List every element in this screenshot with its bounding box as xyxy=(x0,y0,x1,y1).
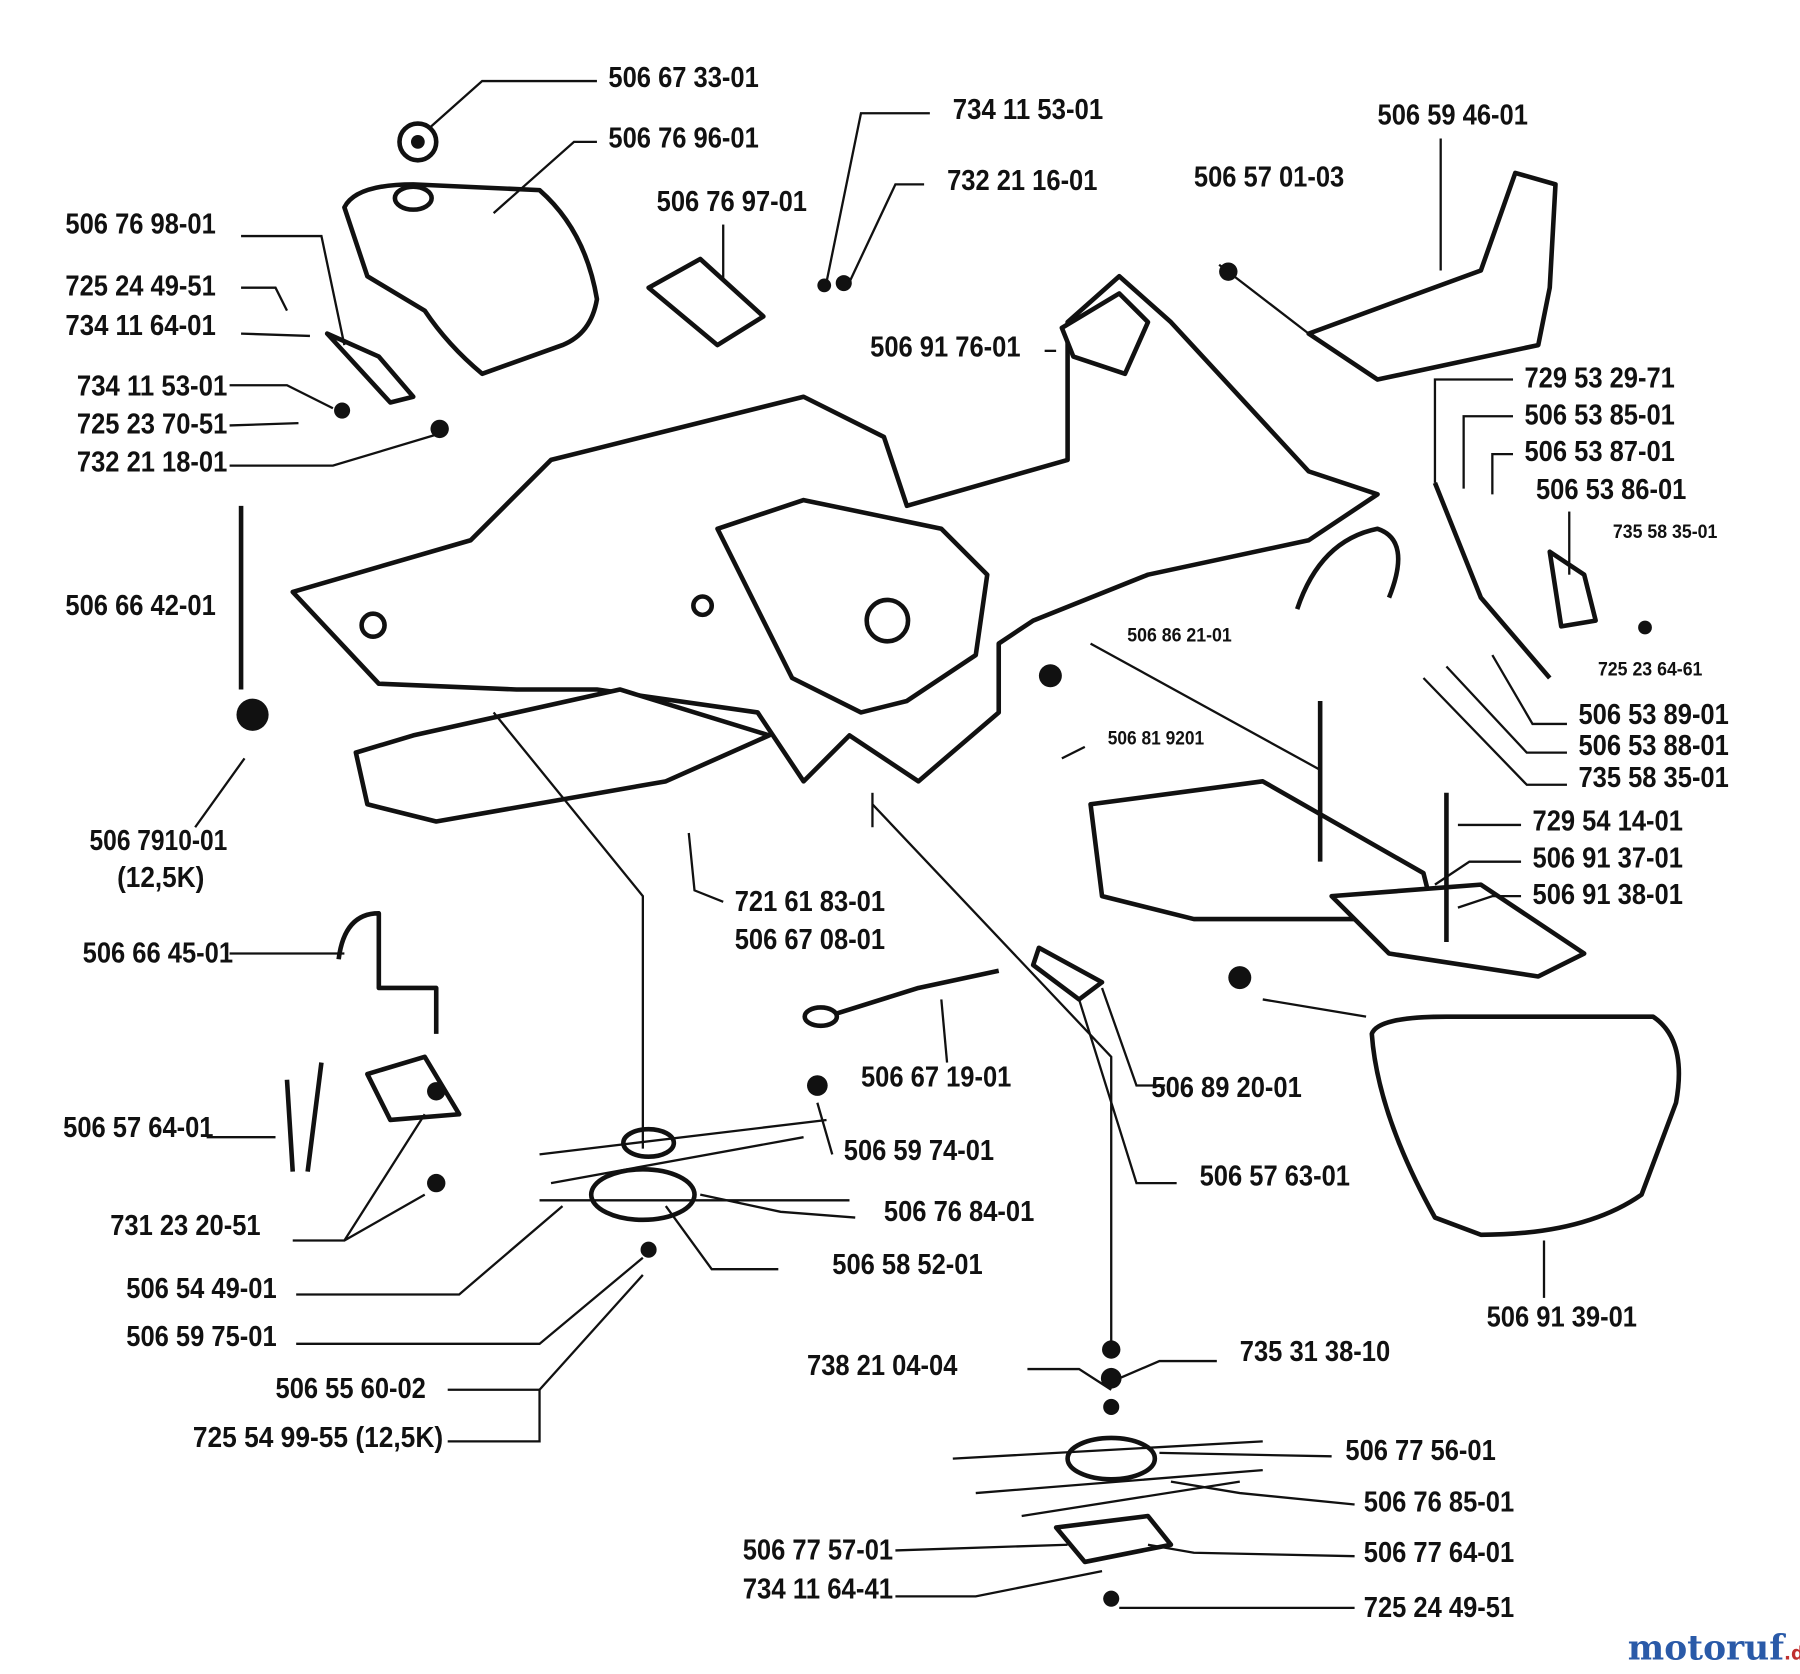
part-label: 738 21 04-04 xyxy=(807,1350,957,1382)
part-label: 506 54 49-01 xyxy=(126,1273,276,1305)
part-label: 506 76 96-01 xyxy=(608,123,758,155)
part-label: 729 53 29-71 xyxy=(1524,363,1674,395)
part-label: 735 31 38-10 xyxy=(1240,1336,1390,1368)
main-frame xyxy=(290,273,1401,824)
watermark-logo: motoruf.de xyxy=(1628,1629,1800,1669)
part-label: 506 57 01-03 xyxy=(1194,162,1344,194)
part-label: 506 53 89-01 xyxy=(1578,699,1728,731)
part-label: 506 59 46-01 xyxy=(1378,100,1528,132)
part-label: 506 77 64-01 xyxy=(1364,1537,1514,1569)
small-hardware xyxy=(236,262,1652,1607)
part-label: 506 67 19-01 xyxy=(861,1062,1011,1094)
lever-rod xyxy=(284,482,1598,1172)
part-label: 725 54 99-55 (12,5K) xyxy=(193,1422,443,1454)
part-label: 506 53 86-01 xyxy=(1536,474,1686,506)
part-label: 506 77 56-01 xyxy=(1345,1435,1495,1467)
part-label: 735 58 35-01 xyxy=(1613,521,1718,543)
part-label: 506 91 76-01 xyxy=(870,332,1020,364)
part-label: 506 57 64-01 xyxy=(63,1112,213,1144)
part-label: 725 23 64-61 xyxy=(1598,659,1703,681)
part-label: 729 54 14-01 xyxy=(1533,806,1683,838)
rear-cover xyxy=(1369,1014,1682,1238)
part-label: 735 58 35-01 xyxy=(1578,762,1728,794)
part-label: 506 58 52-01 xyxy=(832,1249,982,1281)
part-label: 506 76 85-01 xyxy=(1364,1486,1514,1518)
part-label: 506 67 33-01 xyxy=(608,62,758,94)
part-label: 506 77 57-01 xyxy=(743,1535,893,1567)
part-label: 732 21 18-01 xyxy=(77,446,227,478)
fuel-tank xyxy=(342,182,600,377)
fuel-cap xyxy=(397,121,439,163)
part-label: 506 91 39-01 xyxy=(1487,1302,1637,1334)
part-label: 725 24 49-51 xyxy=(1364,1592,1514,1624)
part-label: 725 24 49-51 xyxy=(65,271,215,303)
part-label: 506 81 9201 xyxy=(1108,728,1205,750)
spring xyxy=(802,945,1105,1029)
part-label: 734 11 53-01 xyxy=(953,94,1103,126)
part-label: 506 86 21-01 xyxy=(1127,624,1232,646)
part-number-labels: 506 67 33-01 506 76 96-01 734 11 53-01 732 … xyxy=(63,62,1729,1624)
part-label: 506 57 63-01 xyxy=(1200,1160,1350,1192)
part-label: 506 55 60-02 xyxy=(276,1373,426,1405)
part-label: 506 91 37-01 xyxy=(1533,842,1683,874)
part-label: 506 53 85-01 xyxy=(1524,399,1674,431)
battery-box xyxy=(1088,779,1587,979)
part-label: 506 53 87-01 xyxy=(1524,436,1674,468)
part-label: 725 23 70-51 xyxy=(77,408,227,440)
part-label: (12,5K) xyxy=(117,862,204,894)
seat xyxy=(1306,170,1558,382)
part-label: 506 67 08-01 xyxy=(735,924,885,956)
leader-lines xyxy=(194,79,1571,1610)
pulley-right xyxy=(952,1435,1263,1565)
part-label: 734 11 53-01 xyxy=(77,371,227,403)
part-label: 506 59 75-01 xyxy=(126,1321,276,1353)
pulley-left xyxy=(539,1118,850,1223)
part-label: 734 11 64-41 xyxy=(743,1574,893,1606)
part-label: 506 76 97-01 xyxy=(657,186,807,218)
part-label: 506 66 42-01 xyxy=(65,590,215,622)
part-label: 506 7910-01 xyxy=(90,825,228,857)
part-label: 506 66 45-01 xyxy=(83,938,233,970)
watermark-suffix: .de xyxy=(1784,1644,1800,1665)
part-label: 506 53 88-01 xyxy=(1578,730,1728,762)
part-label: 506 76 84-01 xyxy=(884,1196,1034,1228)
part-label: 506 76 98-01 xyxy=(65,209,215,241)
part-label: 732 21 16-01 xyxy=(947,165,1097,197)
part-label: 734 11 64-01 xyxy=(65,310,215,342)
part-label: 721 61 83-01 xyxy=(735,886,885,918)
watermark-text: motoruf xyxy=(1628,1629,1786,1669)
part-label: 506 59 74-01 xyxy=(844,1135,994,1167)
part-label: 506 89 20-01 xyxy=(1151,1072,1301,1104)
part-label: 506 91 38-01 xyxy=(1533,879,1683,911)
part-label: 731 23 20-51 xyxy=(110,1210,260,1242)
tank-bracket xyxy=(324,256,766,405)
